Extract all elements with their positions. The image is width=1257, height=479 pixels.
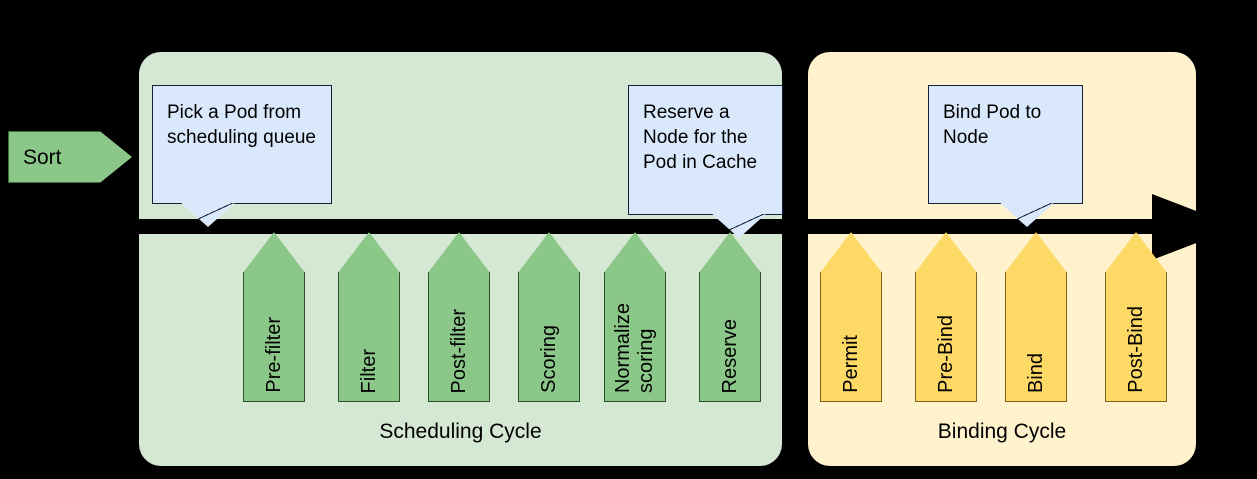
binding-cycle-label: Binding Cycle <box>937 420 1067 443</box>
plugin-label: Filter <box>357 348 380 393</box>
plugin-normalize-scoring: Normalize scoring <box>604 232 666 402</box>
callout-text: Bind Pod to Node <box>943 102 1042 149</box>
plugin-permit: Permit <box>820 232 882 402</box>
callout-pick-pod: Pick a Pod from scheduling queue <box>152 85 332 204</box>
plugin-label: Post-Bind <box>1124 306 1147 393</box>
plugin-reserve: Reserve <box>699 232 761 402</box>
plugin-post-filter: Post-filter <box>428 232 490 402</box>
plugin-label: Normalize scoring <box>612 302 657 393</box>
plugin-pre-bind: Pre-Bind <box>915 232 977 402</box>
scheduling-cycle-label: Scheduling Cycle <box>379 420 542 443</box>
plugin-label: Bind <box>1024 352 1047 393</box>
plugin-pre-filter: Pre-filter <box>243 232 305 402</box>
plugin-label: Pre-filter <box>262 317 285 393</box>
sort-label: Sort <box>23 145 62 169</box>
callout-bind-pod: Bind Pod to Node <box>928 85 1083 204</box>
plugin-label: Pre-Bind <box>934 315 957 393</box>
plugin-label: Scoring <box>537 325 560 393</box>
callout-text: Pick a Pod from scheduling queue <box>167 102 316 149</box>
callout-text: Reserve a Node for the Pod in Cache <box>643 102 758 174</box>
callout-reserve-node: Reserve a Node for the Pod in Cache <box>628 85 783 215</box>
plugin-bind: Bind <box>1005 232 1067 402</box>
plugin-post-bind: Post-Bind <box>1105 232 1167 402</box>
timeline-bar <box>139 219 1168 234</box>
plugin-filter: Filter <box>338 232 400 402</box>
sort-entry-arrow: Sort <box>8 131 132 183</box>
plugin-label: Post-filter <box>447 308 470 393</box>
plugin-scoring: Scoring <box>518 232 580 402</box>
plugin-label: Reserve <box>718 318 741 393</box>
plugin-label: Permit <box>839 335 862 393</box>
